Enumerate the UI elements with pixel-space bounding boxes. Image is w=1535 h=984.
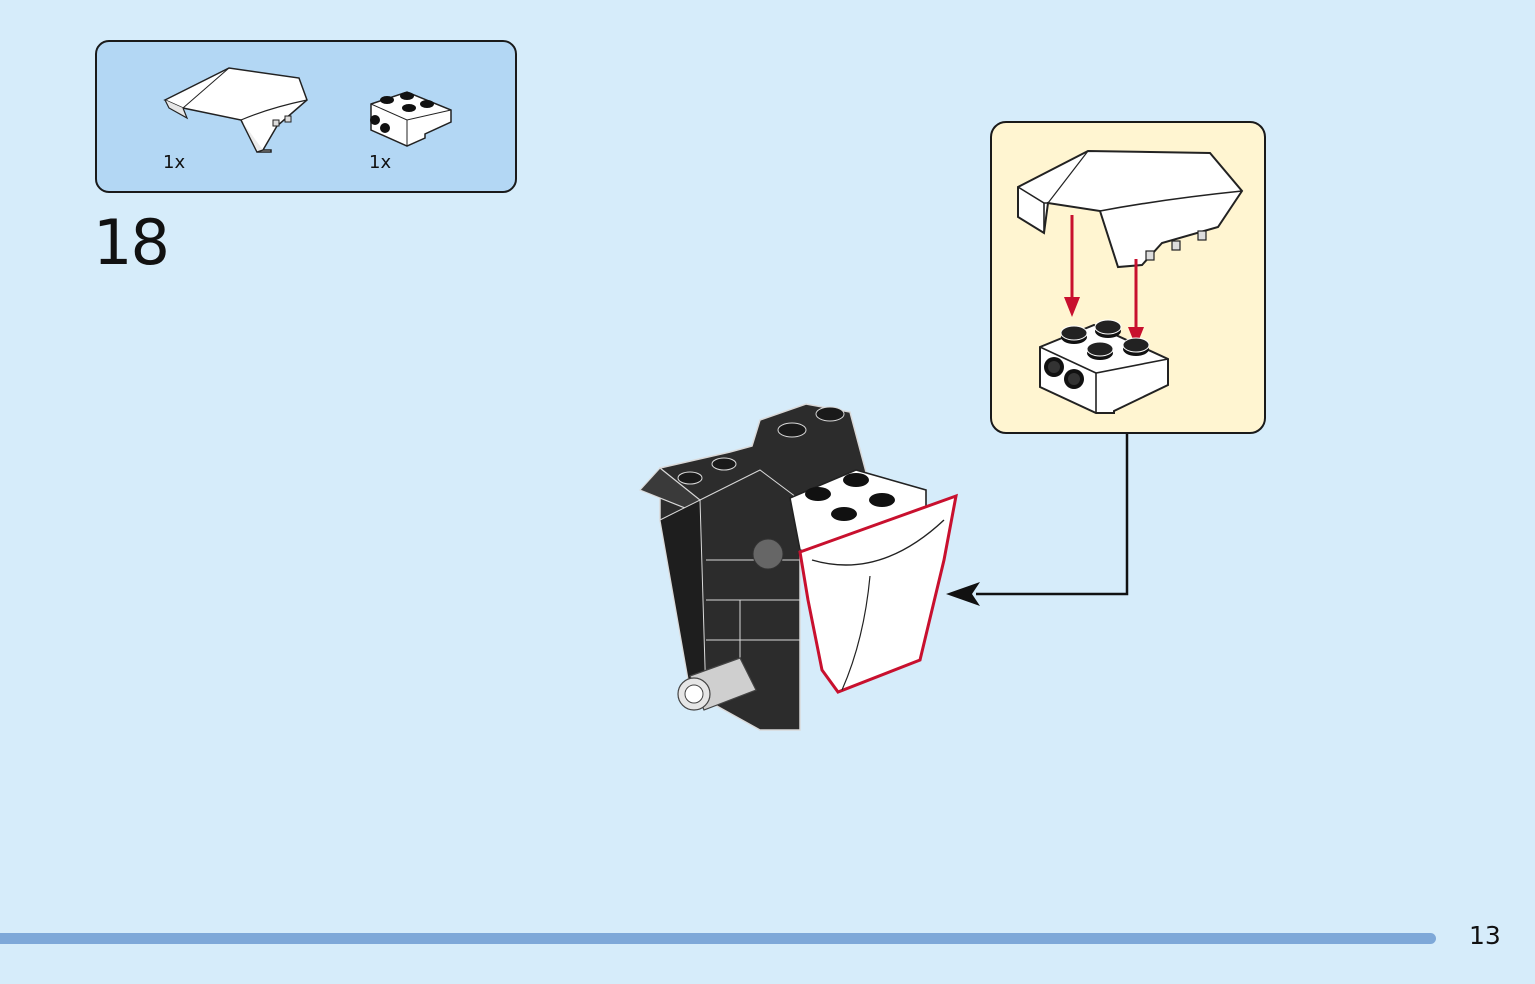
part-quantity: 1x xyxy=(163,152,186,173)
down-arrows-icon xyxy=(1064,215,1144,347)
side-stud-plate-callout-icon xyxy=(1039,319,1169,414)
curved-slope-part-icon xyxy=(163,67,308,153)
part-quantity: 1x xyxy=(369,152,392,173)
page-number: 13 xyxy=(1469,921,1501,950)
side-stud-plate-part-icon xyxy=(370,91,452,147)
footer-progress-bar xyxy=(0,933,1436,944)
parts-list-box: 1x 1x xyxy=(95,40,517,193)
sub-assembly-callout xyxy=(990,121,1266,434)
step-number: 18 xyxy=(93,206,170,279)
curved-slope-callout-icon xyxy=(1017,149,1244,269)
